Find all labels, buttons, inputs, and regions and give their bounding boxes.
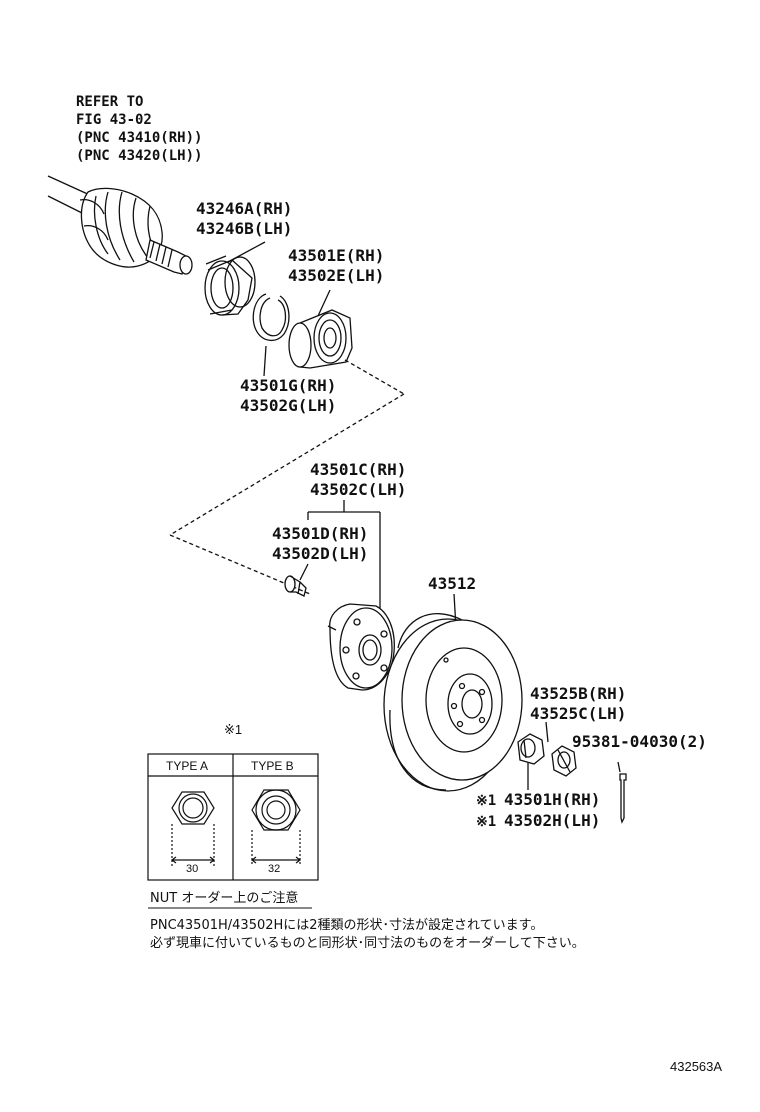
notes-heading: NUT オーダー上のご注意	[150, 891, 299, 906]
part-label-43502e[interactable]: 43502E(LH)	[288, 266, 385, 285]
refer-line-2: FIG 43-02	[76, 112, 152, 128]
refer-line-1: REFER TO	[76, 94, 144, 110]
part-label-43512[interactable]: 43512	[428, 574, 477, 593]
part-label-43502c[interactable]: 43502C(LH)	[310, 480, 407, 499]
snap-ring-43501g-drawing	[252, 293, 290, 341]
drive-shaft-drawing	[47, 175, 193, 275]
notes-line-1: PNC43501H/43502Hには2種類の形状･寸法が設定されています。	[150, 918, 544, 933]
note-mark-1: ※1	[476, 793, 497, 809]
wheel-nut-43525b-drawing	[551, 745, 577, 777]
refer-line-4: (PNC 43420(LH))	[76, 148, 203, 164]
table-header-type-a: TYPE A	[166, 759, 209, 773]
note-mark-2: ※1	[476, 814, 497, 830]
part-label-43502d[interactable]: 43502D(LH)	[272, 544, 369, 563]
part-label-43502h[interactable]: 43502H(LH)	[504, 811, 601, 830]
part-label-43502g[interactable]: 43502G(LH)	[240, 396, 337, 415]
refer-line-3: (PNC 43410(RH))	[76, 130, 203, 146]
table-header-type-b: TYPE B	[251, 759, 294, 773]
seal-ring-43246-drawing	[204, 255, 256, 316]
part-label-43501h[interactable]: 43501H(RH)	[504, 790, 601, 809]
part-label-43525b[interactable]: 43525B(RH)	[530, 684, 627, 703]
bearing-43501e-drawing	[288, 309, 353, 369]
hub-bolt-43501d-drawing	[284, 575, 307, 597]
nut-type-table-drawing	[147, 753, 319, 881]
leader-lines	[227, 241, 621, 790]
screw-95381-drawing	[619, 773, 627, 824]
dimension-type-a: 30	[186, 863, 199, 875]
part-label-43246b[interactable]: 43246B(LH)	[196, 219, 293, 238]
notes-line-2: 必ず現車に付いているものと同形状･同寸法のものをオーダーして下さい。	[150, 936, 585, 951]
axle-hub-43501c-drawing	[327, 603, 395, 691]
hub-nut-43501h-drawing	[517, 733, 545, 765]
part-label-43501e[interactable]: 43501E(RH)	[288, 246, 385, 265]
brake-disc-43512-drawing	[383, 613, 523, 792]
table-note-mark: ※1	[224, 722, 243, 737]
dimension-type-b: 32	[268, 863, 281, 875]
figure-id: 432563A	[670, 1059, 723, 1074]
part-label-43525c[interactable]: 43525C(LH)	[530, 704, 627, 723]
part-label-43501c[interactable]: 43501C(RH)	[310, 460, 407, 479]
part-label-95381[interactable]: 95381-04030(2)	[572, 732, 707, 751]
part-label-43501d[interactable]: 43501D(RH)	[272, 524, 369, 543]
part-label-43246a[interactable]: 43246A(RH)	[196, 199, 293, 218]
part-label-43501g[interactable]: 43501G(RH)	[240, 376, 337, 395]
